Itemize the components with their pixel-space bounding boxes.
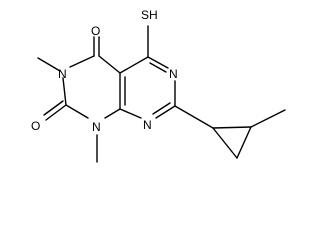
bond-cp3-cp1 <box>212 126 252 129</box>
bond-cp3-methyl <box>250 109 286 128</box>
bond-lines <box>37 25 286 163</box>
bond-c7-n8-a <box>155 105 176 119</box>
atom-sh: SH <box>141 8 158 22</box>
molecule-diagram: SH O O N N N N <box>31 8 286 163</box>
bond-c2-o-double-a <box>45 104 67 121</box>
bond-c5-n6-a <box>147 56 169 69</box>
atom-labels: SH O O N N N N <box>31 8 178 134</box>
bond-n3-methyl <box>37 57 61 72</box>
atom-n1: N <box>92 120 101 134</box>
atom-n6: N <box>169 67 178 81</box>
bond-c2-n1 <box>65 104 89 119</box>
bond-c4a-c4 <box>98 55 121 74</box>
bond-c5-n6-b <box>149 62 167 73</box>
bond-n1-c8a <box>104 108 121 119</box>
bond-cp1-cp2 <box>212 127 238 159</box>
bond-cp2-cp3 <box>236 126 252 159</box>
atom-n8: N <box>143 118 152 132</box>
bond-c7-cyclopropyl <box>174 105 214 129</box>
bond-n8-c8a <box>119 108 142 119</box>
bond-c2-o-double-b <box>43 100 64 116</box>
atom-o-left: O <box>31 119 40 133</box>
bond-c4a-c5 <box>119 56 149 74</box>
bond-c4-n3 <box>69 55 95 68</box>
atom-o-top: O <box>91 24 100 38</box>
atom-n3: N <box>58 67 67 81</box>
bond-n3-c2 <box>62 77 67 106</box>
bond-c7-n8-b <box>152 102 171 115</box>
